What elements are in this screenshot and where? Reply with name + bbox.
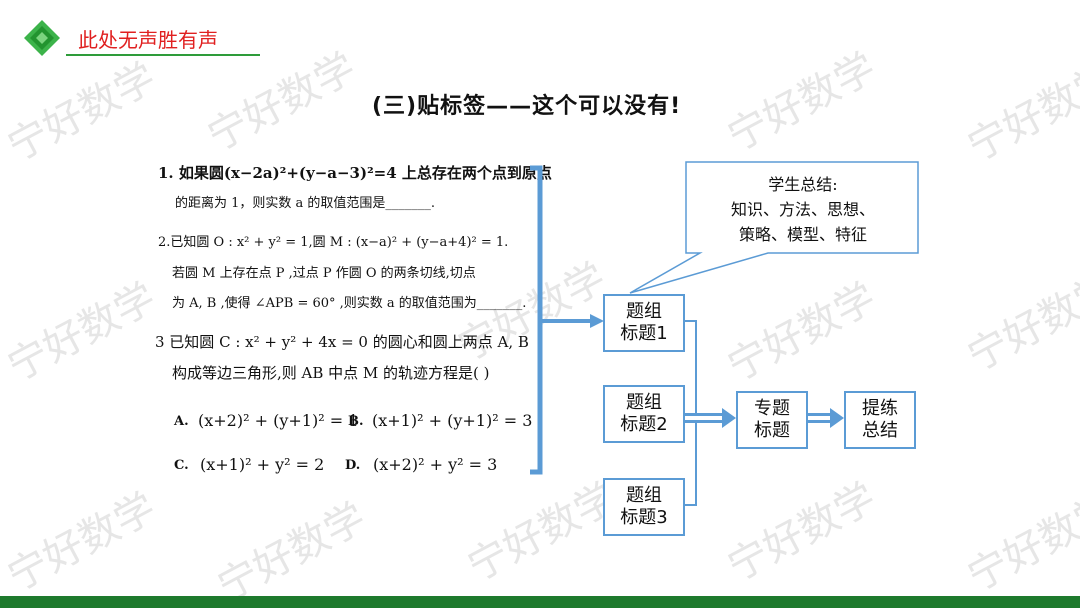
slide-title: (三)贴标签——这个可以没有! [372, 94, 682, 119]
problem-2-line-3: 为 A, B ,使得 ∠APB = 60° ,则实数 a 的取值范围为_____… [172, 296, 527, 311]
option-c: (x+1)² + y² = 2 [200, 455, 325, 474]
problem-2-line-2: 若圆 M 上存在点 P ,过点 P 作圆 O 的两条切线,切点 [172, 266, 476, 281]
diamond-logo-icon [24, 20, 60, 56]
header-divider [66, 54, 260, 56]
option-d-label: D. [345, 458, 361, 473]
box-label-line: 总结 [862, 420, 898, 441]
topic-arrow-head [722, 408, 736, 428]
box-label-line: 标题2 [620, 414, 668, 435]
problem-1-line-2: 的距离为 1，则实数 a 的取值范围是_______. [175, 196, 436, 211]
callout-balloon [629, 161, 919, 294]
option-c-label: C. [174, 458, 189, 473]
box-label-line: 题组 [625, 301, 662, 323]
brace-arrow-head [590, 314, 604, 328]
box-label-line: 提练 [862, 398, 898, 420]
option-b-label: B. [348, 414, 364, 429]
box-label-line: 题组 [625, 392, 662, 414]
group-title-box-1: 题组标题1 [603, 294, 685, 352]
option-a-label: A. [174, 414, 189, 429]
header-title: 此处无声胜有声 [78, 28, 218, 52]
right-brace [530, 165, 543, 475]
callout-line-2: 知识、方法、思想、 [730, 200, 875, 219]
group-title-box-3: 题组标题3 [603, 478, 685, 536]
problem-3-line-2: 构成等边三角形,则 AB 中点 M 的轨迹方程是( ) [172, 364, 490, 382]
box-label-line: 标题1 [620, 323, 668, 344]
callout-line-1: 学生总结: [768, 175, 838, 194]
box-label-line: 标题3 [620, 507, 668, 528]
bottom-bar [0, 596, 1080, 608]
box-label-line: 专题 [754, 398, 790, 420]
option-a: (x+2)² + (y+1)² = 1 [198, 411, 359, 430]
problem-3-line-1: 3 已知圆 C : x² + y² + 4x = 0 的圆心和圆上两点 A, B [155, 333, 529, 351]
callout-text: 学生总结: 知识、方法、思想、 策略、模型、特征 [690, 172, 916, 247]
summary-arrow-head [830, 408, 844, 428]
option-b: (x+1)² + (y+1)² = 3 [372, 411, 533, 430]
topic-title-box: 专题标题 [736, 391, 808, 449]
box-label-line: 题组 [625, 485, 662, 507]
summary-box: 提练总结 [844, 391, 916, 449]
box-label-line: 标题 [754, 420, 790, 441]
problem-1-line-1: 1. 如果圆(x−2a)²+(y−a−3)²=4 上总存在两个点到原点 [158, 164, 552, 182]
option-d: (x+2)² + y² = 3 [373, 455, 498, 474]
group-title-box-2: 题组标题2 [603, 385, 685, 443]
callout-line-3: 策略、模型、特征 [738, 225, 867, 244]
problem-2-line-1: 2.已知圆 O : x² + y² = 1,圆 M : (x−a)² + (y−… [158, 235, 509, 250]
